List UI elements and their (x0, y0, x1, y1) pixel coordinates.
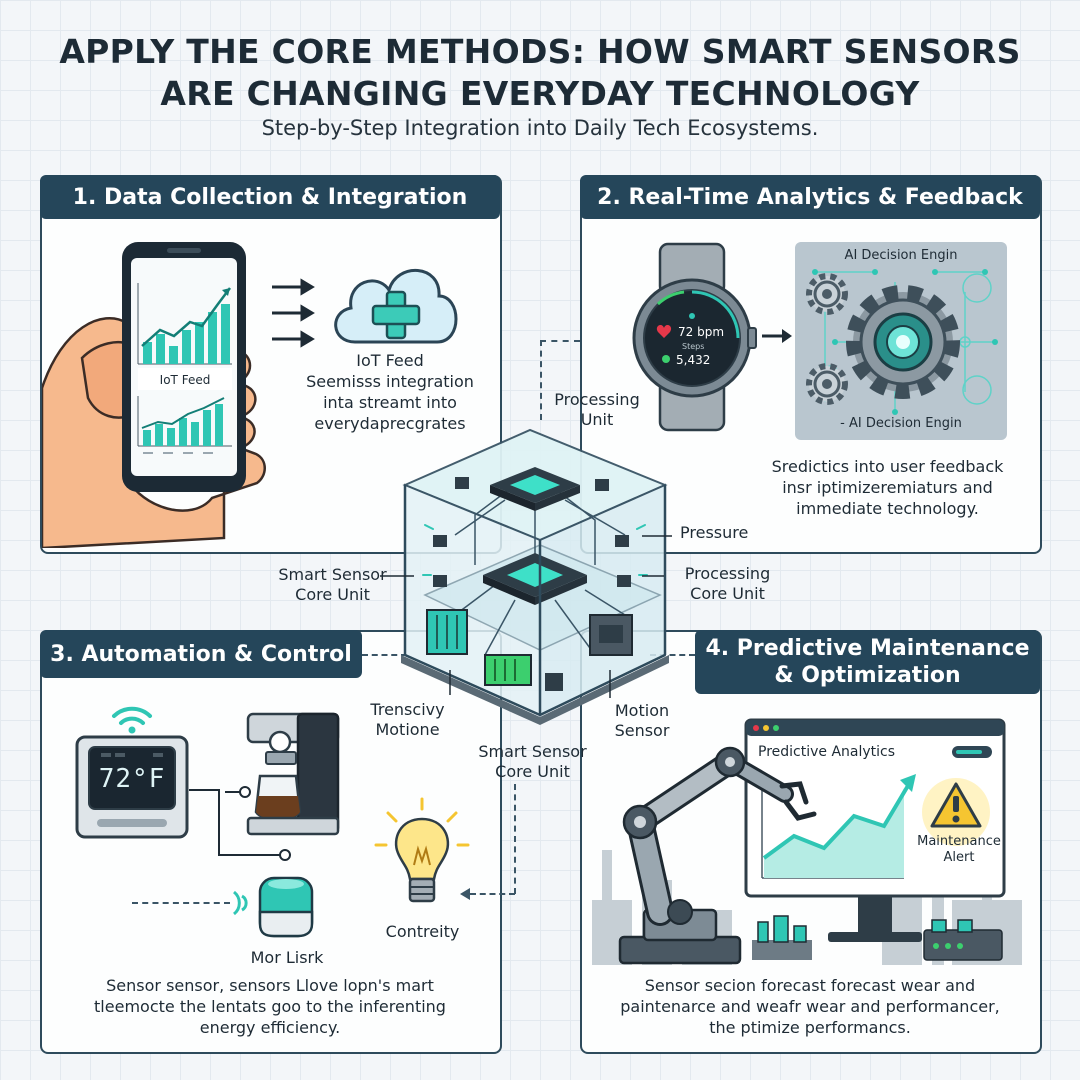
panel-2-desc-line-3: immediate technology. (796, 499, 979, 518)
page-title-line-1: APPLY THE CORE METHODS: HOW SMART SENSOR… (59, 32, 1021, 71)
bulb-label: Contreity (385, 922, 460, 941)
panel-3-description: Sensor sensor, sensors Llove lopn's mart… (60, 975, 480, 1038)
coffee-maker-icon (246, 712, 340, 836)
panel-2-title: 2. Real-Time Analytics & Feedback (597, 184, 1023, 210)
monitor-icon (744, 718, 1006, 942)
chip-icon (490, 467, 580, 511)
phone-speaker (167, 248, 201, 253)
label-motion-line-2: Sensor (614, 721, 670, 740)
panel-2-header: 2. Real-Time Analytics & Feedback (580, 175, 1040, 219)
label-motion-line-1: Motion (614, 701, 670, 720)
arrow-to-bulb (460, 888, 470, 900)
panel-2-desc-line-1: Sredictics into user feedback (771, 457, 1004, 476)
monitor-screen-title: Predictive Analytics (758, 744, 896, 760)
panel-4-description: Sensor secion forecast forecast wear and… (600, 975, 1020, 1038)
core-to-panel4-connector (650, 654, 695, 656)
phone-bar-chart-1 (143, 304, 230, 364)
label-motion-sensor: Motion Sensor (592, 701, 692, 741)
label-pressure: Pressure (680, 523, 749, 542)
maintenance-alert-label: Maintenance Alert (898, 834, 1020, 866)
iot-feed-line-3: everydaprecgrates (314, 414, 466, 433)
core-to-bulb-connector-v (514, 784, 516, 894)
device-connectors (189, 786, 291, 861)
label-processing-core-line-1: Processing (684, 564, 771, 583)
panel-4-desc-line-2: paintenarce and weafr wear and performan… (620, 997, 1000, 1016)
panel-3-desc-line-1: Sensor sensor, sensors Llove lopn's mart (106, 976, 434, 995)
panel-3-header: 3. Automation & Control (40, 630, 362, 678)
page-title-line-2: ARE CHANGING EVERYDAY TECHNOLOGY (160, 74, 920, 113)
label-smart-sensor-left-line-2: Core Unit (295, 585, 370, 604)
panel-4-header: 4. Predictive Maintenance & Optimization (695, 630, 1040, 694)
cloud-plus-icon (334, 268, 458, 344)
core-to-panel2-connector-v (540, 340, 542, 420)
core-label-leaders (380, 535, 672, 698)
watch-steps: 5,432 (676, 353, 710, 367)
thermostat-temp: 72°F (98, 764, 166, 794)
ai-engine-title-top: AI Decision Engin (844, 248, 958, 263)
watch-bpm: 72 bpm (678, 325, 724, 339)
light-bulb-icon (374, 797, 470, 903)
phone-iot-label: IoT Feed (160, 373, 211, 387)
smart-speaker-icon (258, 876, 314, 938)
panel-1-title: 1. Data Collection & Integration (72, 184, 468, 210)
label-processing-core-unit: Processing Core Unit (665, 564, 790, 604)
panel-3-desc-line-2: tleemocte the lentats goo to the inferen… (94, 997, 446, 1016)
label-smart-sensor-bottom-line-2: Core Unit (495, 762, 570, 781)
iot-feed-description: IoT Feed Seemisss integration inta strea… (290, 350, 490, 434)
label-transcivy-line-2: Motione (375, 720, 440, 739)
panel-3-title: 3. Automation & Control (50, 641, 352, 667)
arrow-to-ai (762, 329, 792, 343)
panel-4-desc-line-1: Sensor secion forecast forecast wear and (644, 976, 976, 995)
label-transcivy-line-1: Trenscivy (370, 700, 445, 719)
label-smart-sensor-bottom-line-1: Smart Sensor (478, 742, 587, 761)
smartphone-icon: IoT Feed (42, 242, 266, 548)
label-smart-sensor-bottom: Smart Sensor Core Unit (465, 742, 600, 782)
workbench-equipment (752, 915, 1003, 961)
thermostat-icon (75, 735, 189, 839)
speaker-signal-icon (232, 890, 248, 916)
speaker-label: Mor Lisrk (250, 948, 324, 967)
smartwatch-icon: 72 bpm Steps 5,432 (632, 242, 757, 432)
panel-2-description: Sredictics into user feedback insr iptim… (760, 456, 1015, 519)
core-to-panel3-connector (362, 654, 407, 656)
label-transcivy: Trenscivy Motione (350, 700, 465, 740)
gear-icon (806, 269, 998, 415)
iot-feed-title: IoT Feed (356, 351, 424, 370)
label-processing-unit-top-line-2: Unit (580, 410, 614, 429)
robot-arm-icon (618, 746, 817, 965)
label-smart-sensor-left: Smart Sensor Core Unit (270, 565, 395, 605)
wifi-icon (112, 706, 152, 734)
panel-4-title-line-2: & Optimization (774, 663, 961, 688)
panel-1-header: 1. Data Collection & Integration (40, 175, 500, 219)
alert-line-2: Alert (943, 850, 975, 865)
iot-feed-line-2: inta streamt into (323, 393, 457, 412)
alert-line-1: Maintenance (917, 834, 1001, 849)
panel-3-desc-line-3: energy efficiency. (199, 1018, 341, 1037)
label-processing-unit-top: Processing Unit (532, 390, 662, 430)
label-smart-sensor-left-line-1: Smart Sensor (278, 565, 387, 584)
page-subtitle: Step-by-Step Integration into Daily Tech… (261, 116, 819, 140)
sensor-cube-icon (401, 428, 669, 725)
core-to-panel2-connector-h (540, 340, 580, 342)
panel-4-title-line-1: 4. Predictive Maintenance (705, 636, 1030, 661)
feed-arrows (272, 278, 315, 348)
iot-feed-line-1: Seemisss integration (306, 372, 474, 391)
speaker-connector (132, 902, 230, 904)
core-to-bulb-connector-h (470, 893, 515, 895)
phone-bar-chart-2 (143, 404, 223, 446)
ai-engine-title-bottom: - AI Decision Engin (840, 416, 962, 431)
panel-2-desc-line-2: insr iptimizeremiaturs and (782, 478, 993, 497)
panel-4-desc-line-3: the ptimize performancs. (709, 1018, 911, 1037)
label-processing-core-line-2: Core Unit (690, 584, 765, 603)
watch-steps-label: Steps (682, 342, 704, 351)
label-processing-unit-top-line-1: Processing (554, 390, 640, 409)
